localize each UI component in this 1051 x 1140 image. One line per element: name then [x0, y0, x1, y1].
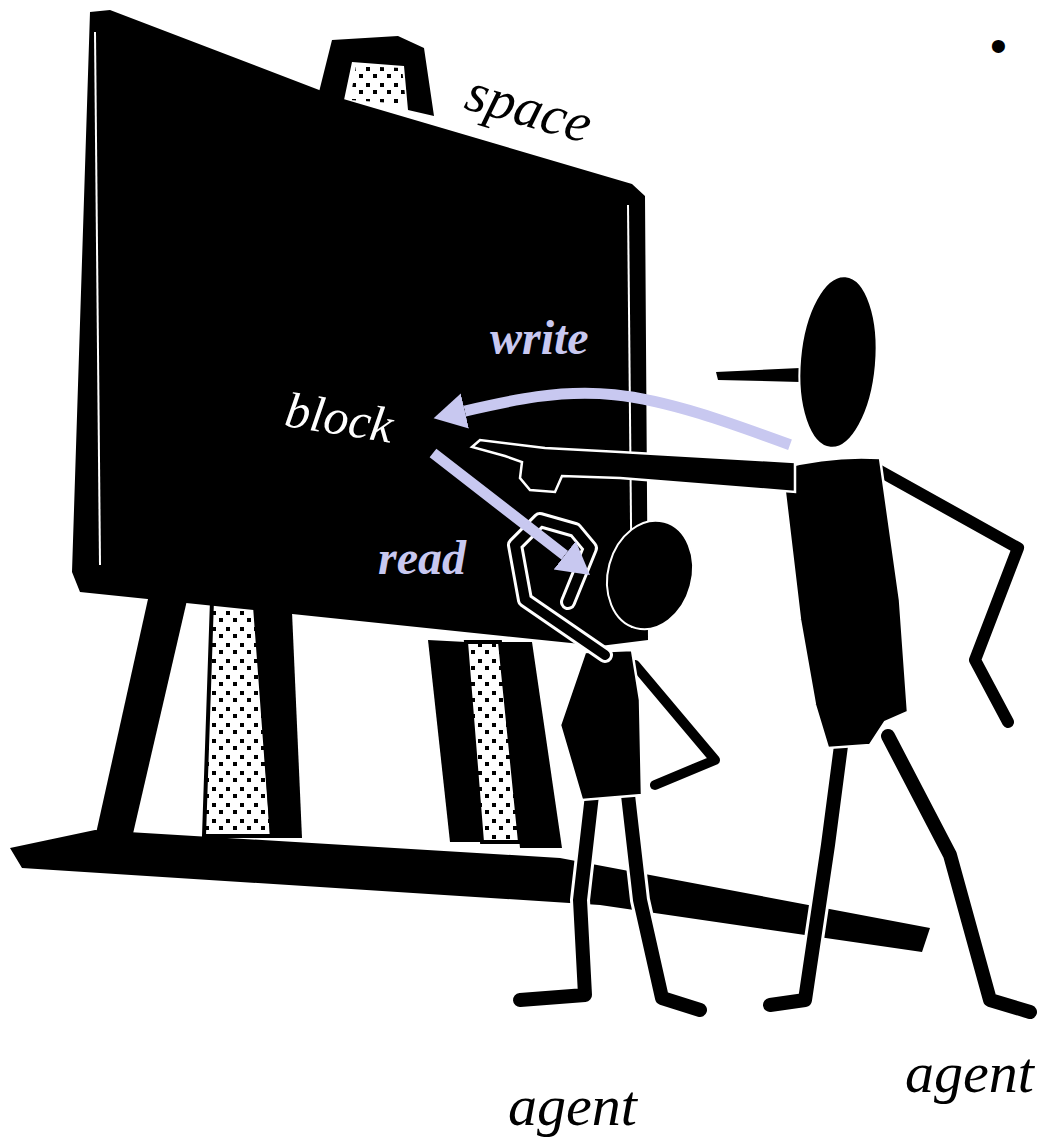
- head: [793, 273, 884, 451]
- agent-label: agent: [905, 1044, 1034, 1102]
- block-label: block: [282, 384, 397, 450]
- board-frame-line: [628, 205, 632, 628]
- agent-node: agent: [590, 500, 740, 1140]
- board-label: space: [460, 63, 598, 152]
- arm-outline: [515, 520, 605, 655]
- edge-label: write: [490, 314, 589, 362]
- agent-label: agent: [508, 1077, 637, 1135]
- head: [595, 511, 705, 639]
- torso: [560, 650, 642, 800]
- handle-opening: [350, 66, 406, 104]
- agent-node: agent: [790, 270, 1051, 1110]
- flow-arrow: [465, 393, 790, 445]
- leg-outline: [520, 795, 592, 1000]
- leg: [888, 736, 1030, 1012]
- leg: [520, 795, 592, 1000]
- arm: [635, 665, 715, 785]
- right-agent-figure: [472, 273, 1030, 1012]
- board-block: block: [283, 383, 433, 453]
- arm: [878, 470, 1018, 722]
- easel-leg: [500, 642, 562, 848]
- pointing-arm: [472, 440, 795, 492]
- edge-label: read: [378, 534, 466, 582]
- easel-leg: [255, 606, 302, 838]
- torso: [782, 457, 908, 748]
- bullet-mark: •: [990, 22, 1007, 70]
- cap-brim: [716, 368, 800, 382]
- blackboard-surface: [72, 10, 648, 646]
- left-agent-figure: [515, 511, 715, 1010]
- leg: [628, 795, 700, 1010]
- arm-outline: [635, 665, 715, 785]
- board-frame-line: [95, 32, 100, 565]
- arm-outline: [878, 470, 1018, 722]
- leg-outline: [888, 736, 1030, 1012]
- leg-outline: [770, 738, 842, 1005]
- ground-shadow: [10, 830, 930, 952]
- leg: [770, 738, 842, 1005]
- leg-outline: [628, 795, 700, 1010]
- easel-leg: [95, 590, 188, 838]
- scratching-arm: [515, 520, 605, 655]
